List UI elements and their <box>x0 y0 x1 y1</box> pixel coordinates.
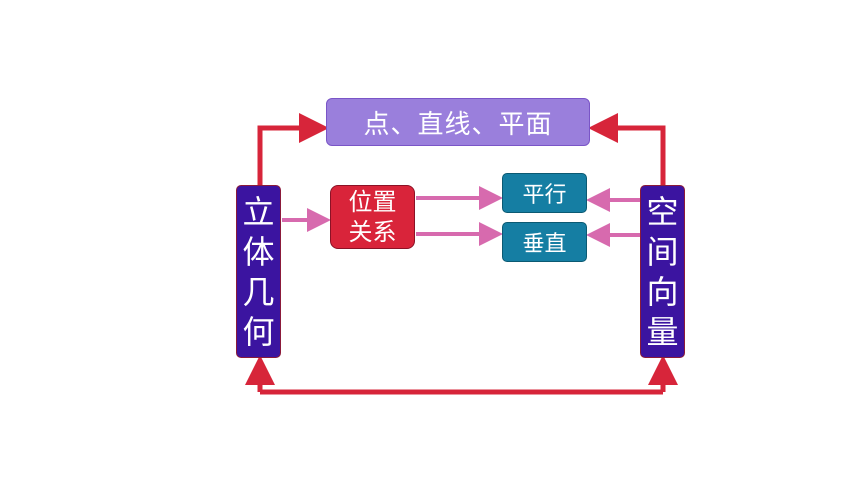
node-space-vectors-char-3: 向 <box>646 272 679 311</box>
node-points-lines-planes: 点、直线、平面 <box>326 98 590 146</box>
node-space-vectors-char-2: 间 <box>646 232 679 271</box>
node-parallel-label: 平行 <box>522 183 567 208</box>
node-points-lines-planes-label: 点、直线、平面 <box>363 109 553 140</box>
node-perpendicular-label: 垂直 <box>522 232 567 257</box>
node-solid-geometry-char-3: 几 <box>242 272 275 311</box>
node-position-relation-line-1: 位置 <box>348 188 397 216</box>
node-parallel: 平行 <box>502 173 587 213</box>
node-space-vectors-char-4: 量 <box>646 312 679 351</box>
node-solid-geometry-char-4: 何 <box>242 312 275 351</box>
arrow-left-to-top <box>257 113 329 185</box>
node-position-relation: 位置 关系 <box>330 185 415 249</box>
arrow-right-to-top <box>588 113 666 185</box>
node-solid-geometry: 立 体 几 何 <box>236 185 281 358</box>
node-position-relation-line-2: 关系 <box>348 218 397 246</box>
node-space-vectors-char-1: 空 <box>646 192 679 231</box>
node-solid-geometry-char-2: 体 <box>242 232 275 271</box>
node-perpendicular: 垂直 <box>502 222 587 262</box>
node-space-vectors: 空 间 向 量 <box>640 185 685 358</box>
node-solid-geometry-char-1: 立 <box>242 192 275 231</box>
